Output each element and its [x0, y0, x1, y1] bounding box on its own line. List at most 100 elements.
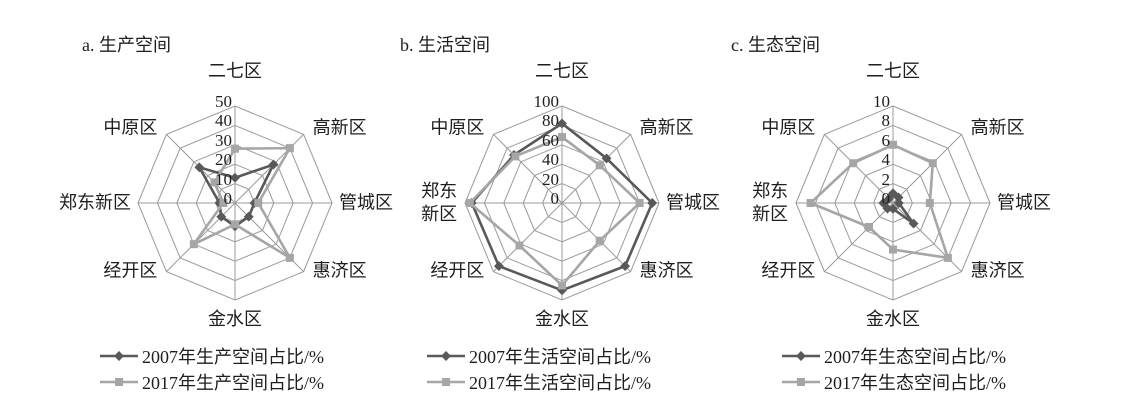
axis-label: 中原区	[761, 117, 816, 138]
tick-label: 10	[873, 92, 890, 111]
tick-label: 2	[881, 169, 891, 189]
tick-label: 0	[223, 189, 233, 208]
data-point	[647, 198, 658, 208]
legend: 2007年生态空间占比/% 2017年生态空间占比/%	[782, 343, 1006, 395]
data-point	[557, 285, 567, 296]
data-point	[888, 188, 898, 199]
legend-item-2017: 2017年生产空间占比/%	[100, 369, 324, 395]
axis-label: 高新区	[970, 117, 1025, 138]
series-1	[806, 140, 952, 262]
axis-label: 高新区	[639, 117, 694, 138]
legend-square-line-icon	[427, 378, 465, 386]
legend-item-2007: 2007年生态空间占比/%	[782, 343, 1006, 369]
radar-plot	[795, 105, 991, 301]
data-point	[849, 159, 858, 168]
legend-label: 2017年生活空间占比/%	[469, 373, 651, 393]
data-point	[889, 140, 897, 149]
axis-label: 郑东新区	[421, 181, 458, 224]
axis-spoke	[824, 134, 894, 204]
data-point	[515, 241, 524, 250]
tick-label: 8	[881, 111, 891, 131]
data-point	[285, 144, 294, 153]
data-point	[189, 240, 198, 249]
tick-label: 30	[215, 130, 232, 150]
data-point	[635, 199, 644, 207]
data-point	[194, 162, 205, 173]
tick-label: 20	[215, 150, 232, 170]
legend-square-line-icon	[100, 378, 138, 386]
legend-diamond-line-icon	[782, 351, 820, 361]
axis-label: 管城区	[666, 192, 720, 213]
axis-label: 郑东新区	[752, 181, 789, 224]
tick-label: 50	[215, 92, 232, 111]
tick-label: 0	[881, 189, 891, 208]
axis-label: 管城区	[339, 192, 393, 213]
legend-square-line-icon	[782, 378, 820, 386]
series-1	[189, 144, 294, 262]
axis-label: 惠济区	[970, 260, 1025, 281]
data-point	[210, 178, 219, 187]
axis-label: 中原区	[430, 117, 485, 138]
data-point	[285, 253, 294, 262]
data-point	[864, 223, 873, 232]
axis-label: 经开区	[430, 260, 485, 281]
axis-label: 中原区	[103, 117, 158, 138]
data-point	[231, 144, 239, 153]
legend-item-2007: 2007年生活空间占比/%	[427, 343, 651, 369]
legend-item-2017: 2017年生态空间占比/%	[782, 369, 1006, 395]
tick-label: 4	[881, 150, 891, 170]
tick-label: 0	[550, 189, 560, 208]
axis-label: 经开区	[761, 260, 816, 281]
axis-spoke	[493, 202, 563, 272]
data-point	[254, 199, 263, 207]
legend-diamond-line-icon	[427, 351, 465, 361]
data-point	[595, 236, 604, 245]
axis-label: 金水区	[866, 309, 920, 329]
axis-label: 二七区	[866, 61, 920, 81]
series-1	[465, 133, 644, 290]
tick-label: 100	[533, 92, 560, 111]
legend-label: 2007年生态空间占比/%	[824, 347, 1006, 367]
legend-marker	[114, 351, 124, 361]
legend: 2007年生活空间占比/% 2017年生活空间占比/%	[427, 343, 651, 395]
tick-label: 40	[215, 111, 232, 131]
tick-label: 60	[542, 130, 559, 150]
tick-label: 20	[542, 169, 559, 189]
legend-label: 2017年生产空间占比/%	[142, 373, 324, 393]
data-point	[511, 152, 520, 161]
data-point	[216, 211, 227, 222]
data-point	[230, 172, 240, 183]
tick-label: 80	[542, 111, 559, 131]
axis-label: 惠济区	[639, 260, 694, 281]
legend-marker	[115, 378, 123, 386]
data-point	[928, 159, 937, 168]
data-point	[943, 253, 952, 262]
data-point	[558, 281, 566, 290]
axis-label: 金水区	[535, 309, 589, 329]
tick-label: 6	[881, 130, 891, 150]
legend-diamond-line-icon	[100, 351, 138, 361]
legend-item-2007: 2007年生产空间占比/%	[100, 343, 324, 369]
chart-title: c. 生态空间	[731, 35, 820, 55]
data-point	[465, 199, 474, 207]
tick-label: 40	[542, 150, 559, 170]
legend-label: 2007年生产空间占比/%	[142, 347, 324, 367]
axis-label: 高新区	[312, 117, 367, 138]
legend-item-2017: 2017年生活空间占比/%	[427, 369, 651, 395]
data-point	[557, 118, 567, 129]
data-point	[268, 159, 279, 170]
axis-label: 二七区	[535, 61, 589, 81]
data-point	[889, 245, 897, 254]
axis-label: 管城区	[997, 192, 1051, 213]
legend-marker	[796, 351, 806, 361]
axis-label: 郑东新区	[59, 192, 131, 213]
data-point	[601, 153, 612, 164]
axis-label: 惠济区	[312, 260, 367, 281]
legend-marker	[441, 351, 451, 361]
tick-label: 10	[215, 169, 232, 189]
data-point	[806, 199, 815, 207]
